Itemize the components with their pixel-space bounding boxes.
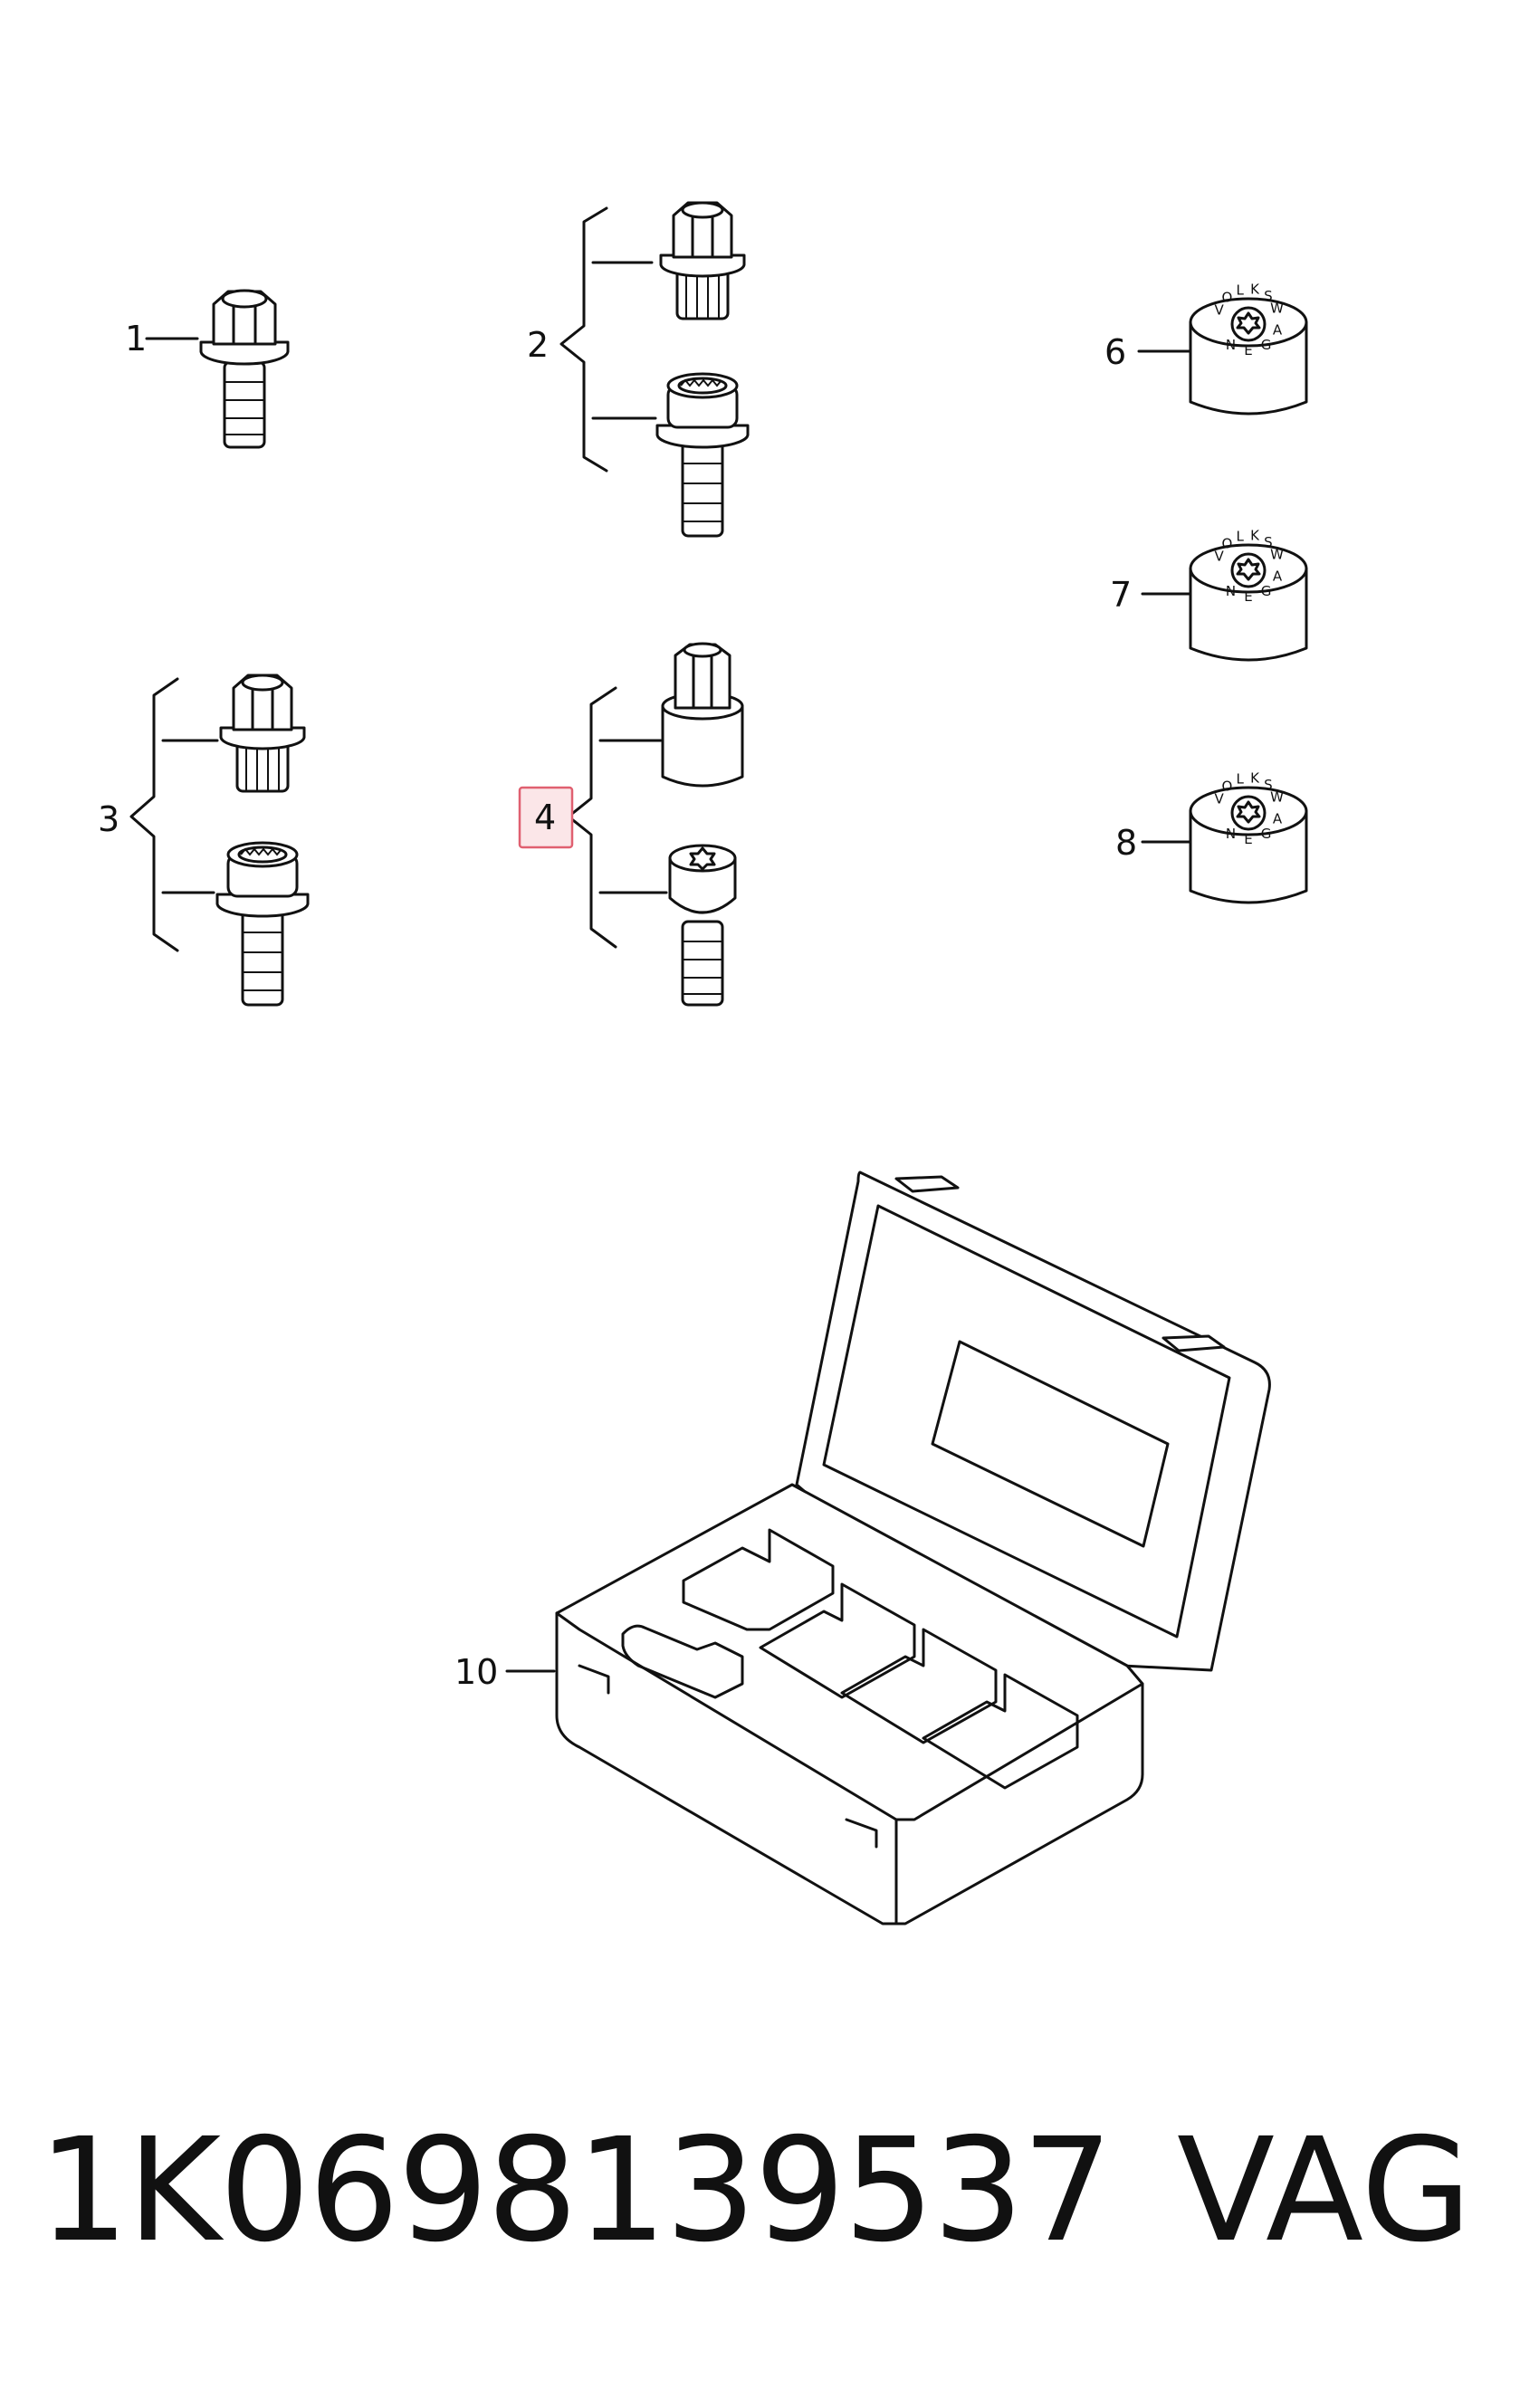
part-10-storage-case	[505, 1171, 1271, 1925]
svg-text:W: W	[1270, 788, 1284, 805]
part-6-bolt-cap: V O L K S W A G E N	[1137, 282, 1308, 416]
svg-text:E: E	[1244, 831, 1252, 847]
cap-8-logo: V O L K S W A G E N	[1215, 770, 1285, 847]
svg-text:G: G	[1261, 583, 1272, 599]
cap-7-logo: V O L K S W A G E N	[1215, 528, 1285, 605]
svg-text:K: K	[1250, 770, 1260, 787]
part-1-hex-bolt	[145, 289, 290, 449]
svg-text:V: V	[1215, 301, 1225, 318]
svg-text:A: A	[1273, 322, 1283, 339]
svg-text:O: O	[1221, 290, 1232, 306]
part-8-bolt-cap: V O L K S W A G E N	[1141, 770, 1308, 904]
callout-1: 1	[125, 319, 147, 358]
part-2-bolt-set	[559, 201, 750, 538]
cap-6-logo: V O L K S W A G E N	[1215, 282, 1285, 358]
callout-8: 8	[1115, 823, 1137, 863]
callout-3: 3	[98, 799, 119, 839]
svg-text:L: L	[1236, 528, 1244, 544]
svg-text:E: E	[1244, 342, 1252, 358]
svg-text:N: N	[1226, 337, 1236, 353]
svg-text:S: S	[1264, 534, 1273, 550]
svg-text:S: S	[1264, 288, 1273, 304]
svg-text:O: O	[1221, 779, 1232, 795]
svg-text:N: N	[1226, 826, 1236, 842]
svg-text:O: O	[1221, 536, 1232, 552]
svg-text:E: E	[1244, 588, 1252, 605]
svg-text:V: V	[1215, 790, 1225, 807]
part-3-bolt-set	[129, 674, 310, 1007]
svg-text:V: V	[1215, 548, 1225, 564]
part-7-bolt-cap: V O L K S W A G E N	[1141, 528, 1308, 662]
svg-text:G: G	[1261, 826, 1272, 842]
svg-text:W: W	[1270, 546, 1284, 562]
svg-text:G: G	[1261, 337, 1272, 353]
part-4-star-bolt-set	[567, 642, 744, 1007]
callout-7: 7	[1110, 575, 1132, 615]
svg-text:A: A	[1273, 569, 1283, 585]
svg-text:K: K	[1250, 282, 1260, 298]
svg-text:L: L	[1236, 770, 1244, 787]
svg-text:A: A	[1273, 811, 1283, 827]
svg-text:S: S	[1264, 777, 1273, 793]
callout-10: 10	[454, 1652, 498, 1692]
callout-4: 4	[534, 798, 556, 837]
svg-text:W: W	[1270, 300, 1284, 316]
callout-2: 2	[527, 325, 549, 365]
svg-text:L: L	[1236, 282, 1244, 298]
footer: 1K0698139537 VAG	[0, 2100, 1520, 2281]
svg-text:N: N	[1226, 583, 1236, 599]
svg-text:K: K	[1250, 528, 1260, 544]
brand-name: VAG	[1177, 2107, 1472, 2274]
callout-4-highlight-box	[518, 786, 574, 849]
part-number: 1K0698139537	[38, 2107, 1113, 2274]
callout-6: 6	[1104, 332, 1126, 372]
